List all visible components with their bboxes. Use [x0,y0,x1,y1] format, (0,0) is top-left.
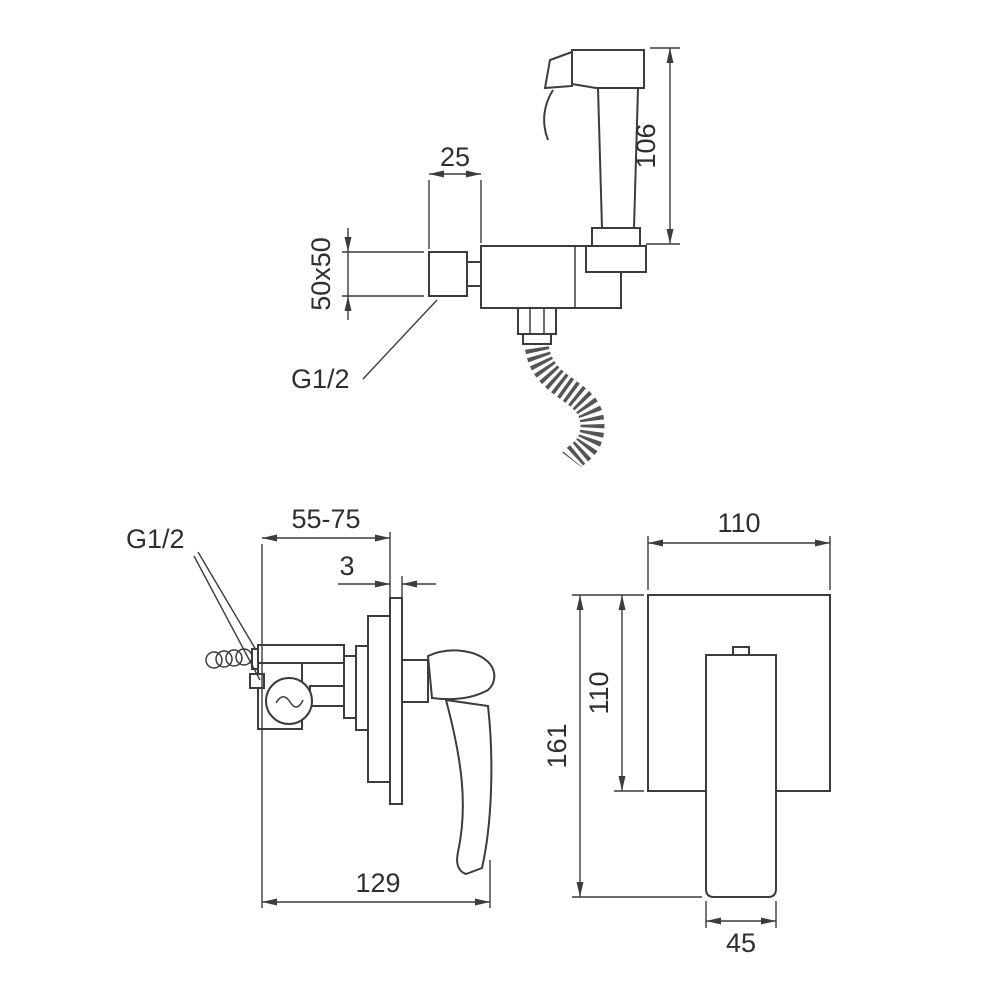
dim-label-50x50: 50x50 [306,237,336,311]
handle-tail [444,698,493,876]
sprayer-holder-cup [585,245,647,273]
thread-coil [225,649,243,667]
handle-paddle [426,649,496,700]
dim-label-3: 3 [339,551,354,581]
dim-label-110-height: 110 [584,671,614,714]
handle-pin [732,646,750,656]
leader-line [362,299,438,380]
dim-wall-plate: 50x50 [306,228,424,320]
valve-cap-detail [275,696,304,708]
thread-coil [215,650,233,668]
dim-plate-width: 110 [647,508,831,590]
valve-outlet-pipe [309,685,345,707]
dim-label-129: 129 [355,868,400,898]
cartridge-body [343,655,357,719]
dim-sprayer-height: 106 [631,47,680,245]
hose-collar [522,333,552,345]
handle-front [705,654,777,898]
dim-bracket-offset: 25 [428,142,482,249]
dim-handle-width: 45 [705,901,777,958]
mixer-front-view: 110 161 110 45 [542,508,831,958]
thread-coil [205,651,223,669]
dim-plate-thickness: 3 [338,551,436,598]
dim-overall-height: 161 [542,594,702,898]
sprayer-nozzle [543,50,573,90]
dim-label-45: 45 [726,928,756,958]
dim-mounting-depth: 55-75 [261,504,391,908]
wall-plate-stub [466,261,482,287]
threaded-tail [205,648,265,670]
valve-top-arm [257,644,345,664]
leader-line [193,555,261,681]
mixer-side-view: G1/2 55-75 3 129 [126,504,496,908]
shower-hose [525,345,605,468]
handle-hub [401,659,429,703]
hose-nut [517,307,557,335]
thread-label: G1/2 [126,524,185,554]
escutcheon-plate-side [389,597,403,805]
dim-label-110-width: 110 [717,508,760,538]
mounting-flange [367,615,391,783]
sprayer-head [571,49,645,89]
cartridge-flange [355,645,369,731]
dim-label-106: 106 [631,123,661,168]
dim-label-55-75: 55-75 [291,504,360,534]
wall-plate-square [428,251,468,297]
sprayer-trigger [543,89,554,141]
dim-label-25: 25 [440,142,470,172]
dim-plate-height: 110 [584,595,644,792]
thread-label: G1/2 [291,364,350,394]
thread-callout-sprayer: G1/2 [291,299,438,394]
leader-line [197,551,257,651]
dim-label-161: 161 [542,723,572,768]
sprayer-view: 25 106 50x50 G1/2 [291,47,680,468]
thread-callout-mixer: G1/2 [126,524,261,681]
sprayer-connector [591,227,641,247]
dim-overall-depth: 129 [262,860,491,908]
